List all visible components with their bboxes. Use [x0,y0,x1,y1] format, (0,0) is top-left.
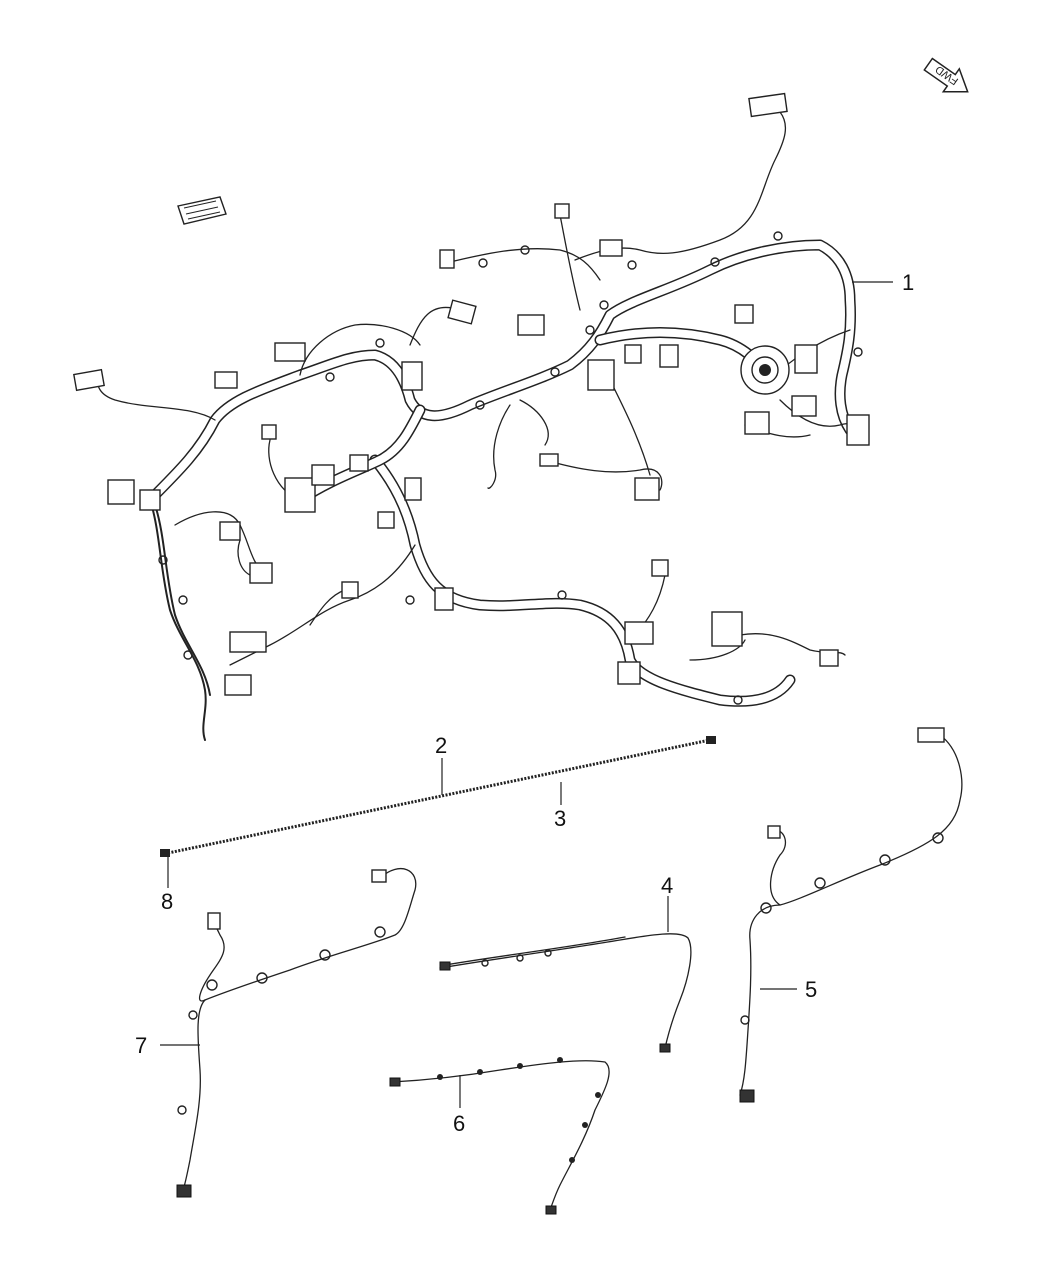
main-wiring-harness [73,92,870,741]
wiring-jumper-6 [389,1057,610,1215]
loose-connector-icon [177,196,227,225]
callout-3: 3 [554,806,566,831]
callout-1: 1 [902,270,914,295]
wiring-jumper-7 [176,868,417,1198]
forward-arrow-icon: FWD [923,57,969,93]
callout-5: 5 [805,977,817,1002]
callout-7: 7 [135,1033,147,1058]
wiring-jumper-4 [439,933,692,1053]
wiring-jumper-5 [739,727,963,1103]
callout-2: 2 [435,733,447,758]
jumper-cable [160,736,716,857]
callout-8: 8 [161,889,173,914]
callout-6: 6 [453,1111,465,1136]
callout-4: 4 [661,873,673,898]
